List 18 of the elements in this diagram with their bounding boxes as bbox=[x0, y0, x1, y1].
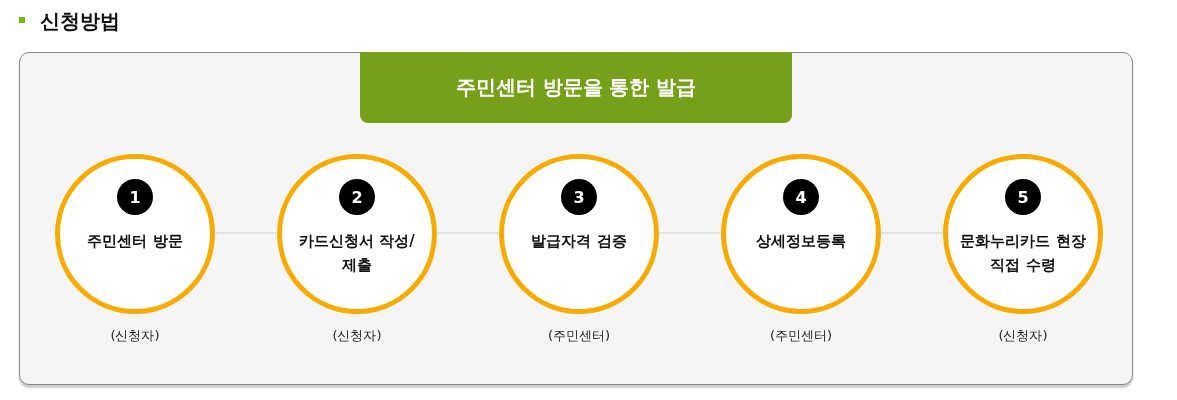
step-label: 카드신청서 작성/제출 bbox=[298, 231, 416, 276]
step-number: 4 bbox=[783, 179, 819, 215]
actor-label: (주민센터) bbox=[546, 327, 612, 345]
step-number: 2 bbox=[339, 179, 375, 215]
step-label: 발급자격 검증 bbox=[530, 231, 628, 252]
actor-label: (신청자) bbox=[331, 327, 383, 345]
step-label: 문화누리카드 현장 직접 수령 bbox=[959, 231, 1087, 276]
actor-label: (신청자) bbox=[109, 327, 161, 345]
step-label: 상세정보등록 bbox=[755, 231, 847, 252]
step-number: 5 bbox=[1005, 179, 1041, 215]
actor-label: (주민센터) bbox=[768, 327, 834, 345]
step-number: 3 bbox=[561, 179, 597, 215]
actor-label: (신청자) bbox=[997, 327, 1049, 345]
panel-header: 주민센터 방문을 통한 발급 bbox=[360, 52, 792, 123]
step-number: 1 bbox=[117, 179, 153, 215]
step-label: 주민센터 방문 bbox=[86, 231, 184, 252]
section-title: 신청방법 bbox=[40, 8, 120, 35]
process-panel bbox=[19, 52, 1133, 385]
